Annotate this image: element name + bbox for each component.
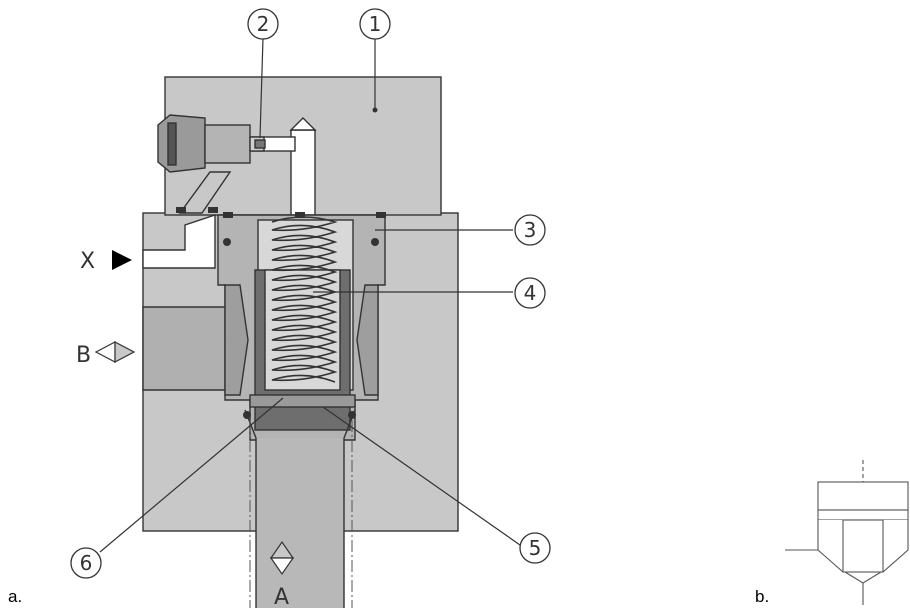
callout-2 [247, 8, 279, 40]
callout-3 [514, 214, 546, 246]
orifice [254, 139, 266, 149]
callout-2-label: 2 [257, 12, 270, 36]
figure-a-caption: a. [8, 587, 22, 606]
callout-4-label: 4 [524, 281, 537, 305]
callout-5 [519, 532, 551, 564]
a-port-bore [256, 438, 344, 608]
x-port-passage [142, 214, 216, 269]
figure-a [142, 76, 459, 608]
port-x-arrow-icon [112, 250, 132, 270]
port-b-bidirectional-icon [94, 341, 136, 363]
port-a-bidirectional-icon [269, 540, 295, 576]
callout-4 [514, 277, 546, 309]
spring [271, 216, 338, 383]
control-passage [178, 171, 232, 214]
callouts [70, 8, 551, 579]
port-x-label: X [80, 249, 95, 274]
callout-3-label: 3 [524, 218, 537, 242]
callout-leaders [99, 37, 521, 553]
callout-1 [359, 8, 391, 40]
center-lines [249, 420, 353, 608]
callout-1-label: 1 [369, 12, 382, 36]
port-b-label: B [76, 343, 91, 368]
figure-b-symbol [785, 460, 909, 605]
vertical-passage [290, 129, 316, 216]
b-port-bore [142, 306, 235, 391]
port-a-label: A [274, 585, 289, 608]
callout-6 [70, 547, 102, 579]
seals [176, 107, 386, 419]
figure-b-caption: b. [755, 587, 769, 606]
seat-ring [249, 394, 356, 408]
callout-6-label: 6 [80, 551, 93, 575]
callout-5-label: 5 [529, 536, 542, 560]
screw-plug [157, 114, 206, 173]
